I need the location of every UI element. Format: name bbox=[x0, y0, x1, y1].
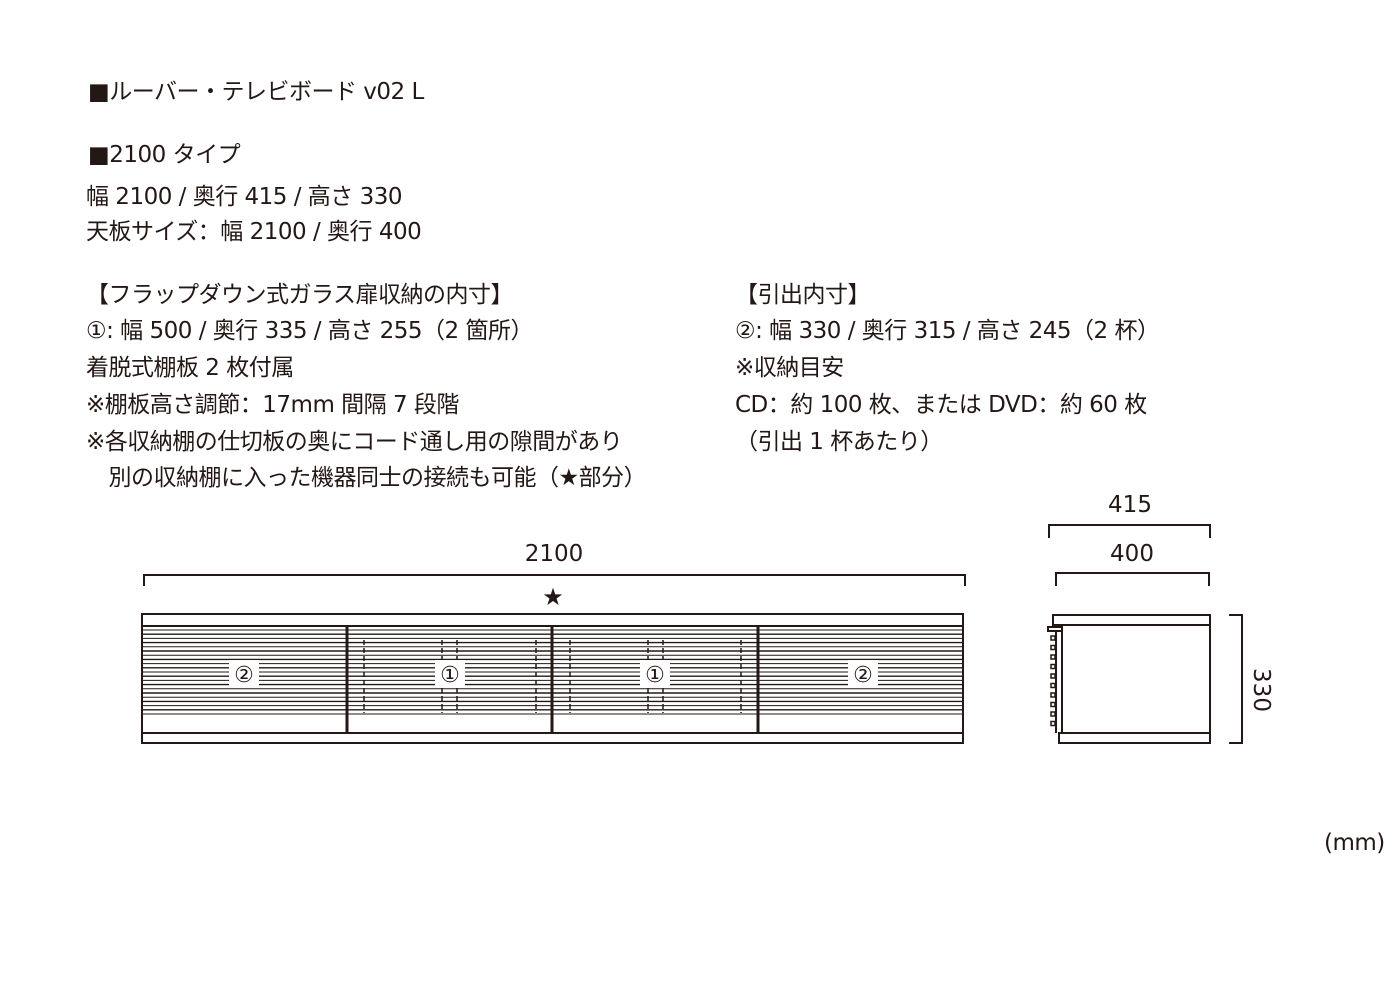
size-line: 幅 2100 / 奥行 415 / 高さ 330 bbox=[86, 184, 403, 210]
unit-label: (mm) bbox=[1324, 830, 1385, 856]
louver-profile bbox=[1050, 720, 1056, 727]
left-section-line: 着脱式棚板 2 枚付属 bbox=[86, 355, 294, 381]
side-depth-label: 415 bbox=[1108, 492, 1152, 518]
label-background bbox=[435, 660, 465, 688]
right-section-line: ②: 幅 330 / 奥行 315 / 高さ 245（2 杯） bbox=[735, 318, 1160, 344]
product-title: ■ルーバー・テレビボード v02 L bbox=[88, 79, 424, 105]
side-height-dimension-line bbox=[1229, 614, 1243, 744]
side-top-label: 400 bbox=[1110, 541, 1154, 567]
side-depth-dimension-line bbox=[1048, 524, 1211, 538]
front-view bbox=[141, 613, 964, 744]
top-size-line: 天板サイズ：幅 2100 / 奥行 400 bbox=[86, 219, 422, 245]
louver-profile bbox=[1050, 692, 1056, 698]
right-section-line: CD：約 100 枚、または DVD：約 60 枚 bbox=[735, 392, 1147, 418]
louver-profile bbox=[1050, 654, 1056, 660]
compartment-label: ① bbox=[645, 663, 665, 688]
louver-profile bbox=[1050, 644, 1056, 651]
side-top-dimension-line bbox=[1055, 572, 1210, 586]
compartment-label: ② bbox=[853, 663, 873, 688]
louver-profile bbox=[1050, 711, 1056, 717]
label-background bbox=[640, 660, 670, 688]
left-section-line: 別の収納棚に入った機器同士の接続も可能（★部分） bbox=[86, 465, 647, 491]
louver-profile bbox=[1050, 635, 1056, 641]
left-section-line: ※棚板高さ調節：17mm 間隔 7 段階 bbox=[86, 392, 459, 418]
louver-profile bbox=[1050, 663, 1056, 670]
left-section-heading: 【フラップダウン式ガラス扉収納の内寸】 bbox=[86, 282, 514, 308]
label-background bbox=[848, 660, 878, 688]
front-width-dimension-line bbox=[143, 574, 966, 586]
label-background bbox=[229, 660, 259, 688]
right-section-heading: 【引出内寸】 bbox=[735, 282, 871, 308]
type-heading: ■2100 タイプ bbox=[88, 142, 241, 168]
left-section-line: ※各収納棚の仕切板の奥にコード通し用の隙間があり bbox=[86, 429, 623, 455]
louver-profile bbox=[1050, 701, 1056, 708]
side-view bbox=[1047, 614, 1211, 744]
side-height-label: 330 bbox=[1248, 668, 1274, 712]
compartment-label: ② bbox=[234, 663, 254, 688]
star-marker: ★ bbox=[542, 583, 564, 611]
louver-profile bbox=[1050, 682, 1056, 689]
left-section-line: ①: 幅 500 / 奥行 335 / 高さ 255（2 箇所） bbox=[86, 318, 534, 344]
right-section-line: ※収納目安 bbox=[735, 355, 844, 381]
base bbox=[141, 732, 964, 744]
right-section-line: （引出 1 杯あたり） bbox=[735, 429, 943, 455]
front-width-label: 2100 bbox=[525, 541, 584, 567]
top-board bbox=[141, 613, 964, 627]
compartment-label: ① bbox=[440, 663, 460, 688]
louver-profile bbox=[1050, 673, 1056, 679]
